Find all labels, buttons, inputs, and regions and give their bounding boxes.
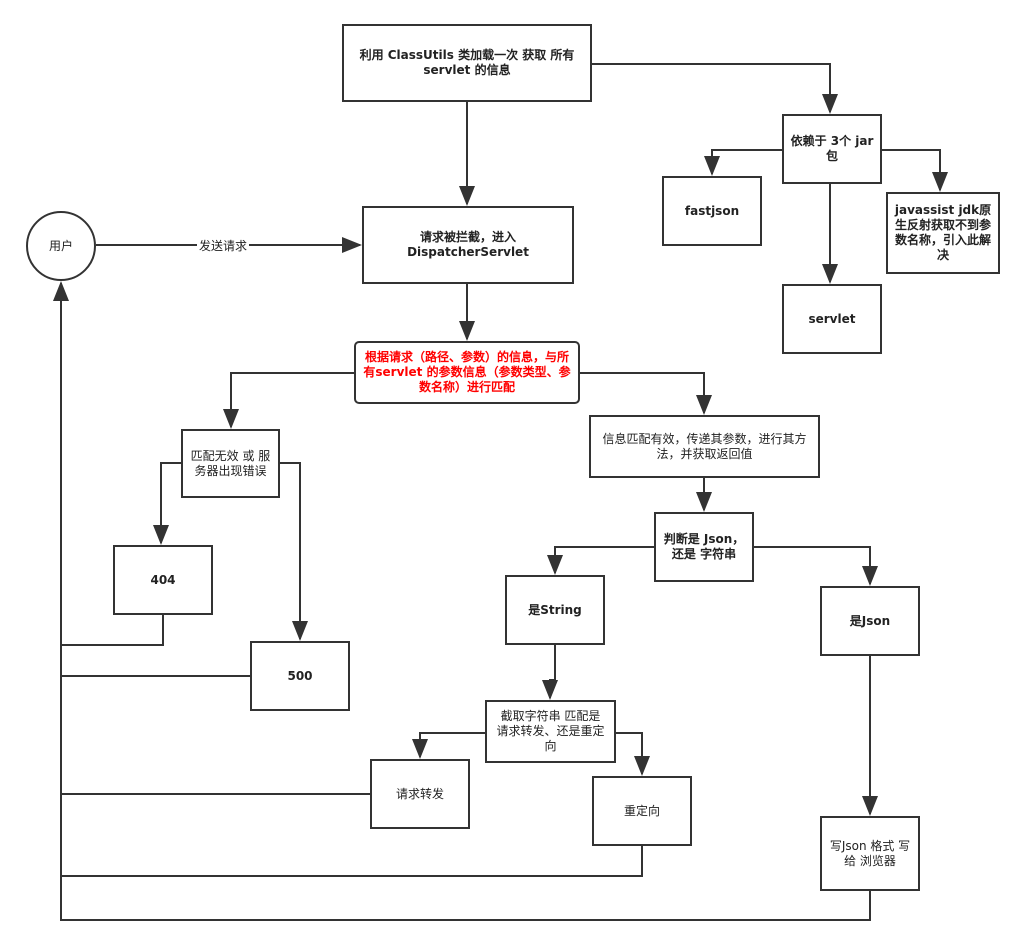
edge-match-valid	[580, 372, 712, 415]
node-invalid: 匹配无效 或 服务器出现错误	[181, 429, 280, 498]
node-load-servlets: 利用 ClassUtils 类加载一次 获取 所有 servlet 的信息	[342, 24, 592, 102]
node-write-json: 写Json 格式 写给 浏览器	[820, 816, 920, 891]
edge-load-deps	[592, 63, 838, 114]
node-dispatcher: 请求被拦截，进入 DispatcherServlet	[362, 206, 574, 284]
node-404: 404	[113, 545, 213, 615]
node-forward: 请求转发	[370, 759, 470, 829]
node-valid: 信息匹配有效，传递其参数，进行其方法，并获取返回值	[589, 415, 820, 478]
edge-label-send: 发送请求	[197, 237, 250, 254]
edge-match-invalid	[223, 372, 354, 429]
edge-404-return	[61, 615, 164, 646]
edge-judge-string	[547, 546, 654, 575]
node-dependencies: 依赖于 3个 jar包	[782, 114, 882, 184]
node-javassist: javassist jdk原生反射获取不到参数名称，引入此解决	[886, 192, 1000, 274]
node-500: 500	[250, 641, 350, 711]
node-is-string: 是String	[505, 575, 605, 645]
node-fastjson: fastjson	[662, 176, 762, 246]
edge-deps-javassist	[882, 149, 948, 192]
edge-invalid-500	[280, 462, 308, 641]
edge-judge-json	[754, 546, 878, 586]
node-redirect: 重定向	[592, 776, 692, 846]
edge-write-return	[53, 281, 871, 921]
node-match: 根据请求（路径、参数）的信息，与所有servlet 的参数信息（参数类型、参数名…	[354, 341, 580, 404]
edge-deps-fastjson	[704, 149, 782, 176]
node-judge: 判断是 Json，还是 字符串	[654, 512, 754, 582]
node-user: 用户	[26, 211, 96, 281]
node-is-json: 是Json	[820, 586, 920, 656]
edge-substring-redirect	[616, 732, 650, 776]
edge-redirect-return	[61, 846, 643, 877]
edge-invalid-404	[153, 462, 181, 545]
edge-string-substring	[542, 645, 558, 700]
edge-substring-forward	[412, 732, 485, 759]
node-substring: 截取字符串 匹配是 请求转发、还是重定向	[485, 700, 616, 763]
node-servlet: servlet	[782, 284, 882, 354]
